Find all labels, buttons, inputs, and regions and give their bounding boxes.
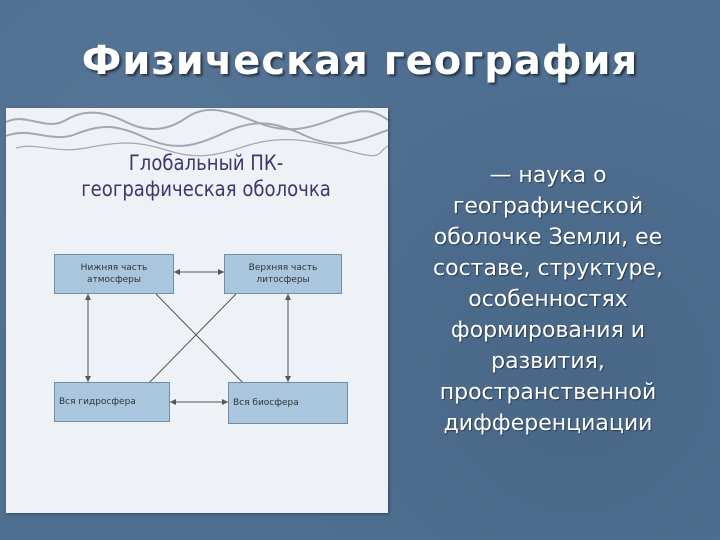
diagram-image: Глобальный ПК- географическая оболочка Н… — [6, 108, 388, 513]
definition-text: — наука о географической оболочке Земли,… — [398, 160, 698, 439]
definition-line: составе, структуре, — [433, 256, 663, 281]
diagram-connectors — [87, 271, 289, 403]
node-label: Вся гидросфера — [59, 397, 136, 407]
node-label-line: атмосферы — [86, 275, 142, 285]
definition-line: географической — [452, 194, 644, 219]
diagram-title-line: Глобальный ПК- — [128, 151, 284, 175]
definition-line: оболочке Земли, ее — [433, 225, 663, 250]
definition-line: — наука о — [489, 163, 607, 188]
node-label-line: Нижняя часть — [80, 263, 148, 273]
node-hydrosphere: Вся гидросфера — [54, 382, 170, 422]
node-upper-lithosphere: Верхняя часть литосферы — [224, 254, 342, 294]
definition-line: формирования и — [450, 318, 646, 343]
node-lower-atmosphere: Нижняя часть атмосферы — [54, 254, 174, 294]
node-label-line: литосферы — [256, 275, 310, 285]
definition-line: развития, — [491, 349, 605, 374]
arrow-heads — [85, 269, 291, 405]
diagram-title: Глобальный ПК- географическая оболочка — [51, 150, 361, 202]
node-label: Вся биосфера — [233, 398, 299, 408]
slide-title: Физическая география — [81, 38, 639, 84]
diagram-canvas — [6, 108, 388, 405]
diagram-title-line: географическая оболочка — [81, 177, 331, 201]
node-biosphere: Вся биосфера — [228, 382, 348, 424]
definition-line: пространственной — [439, 380, 657, 405]
decorative-waves — [6, 108, 388, 157]
node-label-line: Верхняя часть — [248, 263, 318, 273]
definition-line: дифференциации — [443, 411, 653, 436]
definition-line: особенностях — [468, 287, 628, 312]
